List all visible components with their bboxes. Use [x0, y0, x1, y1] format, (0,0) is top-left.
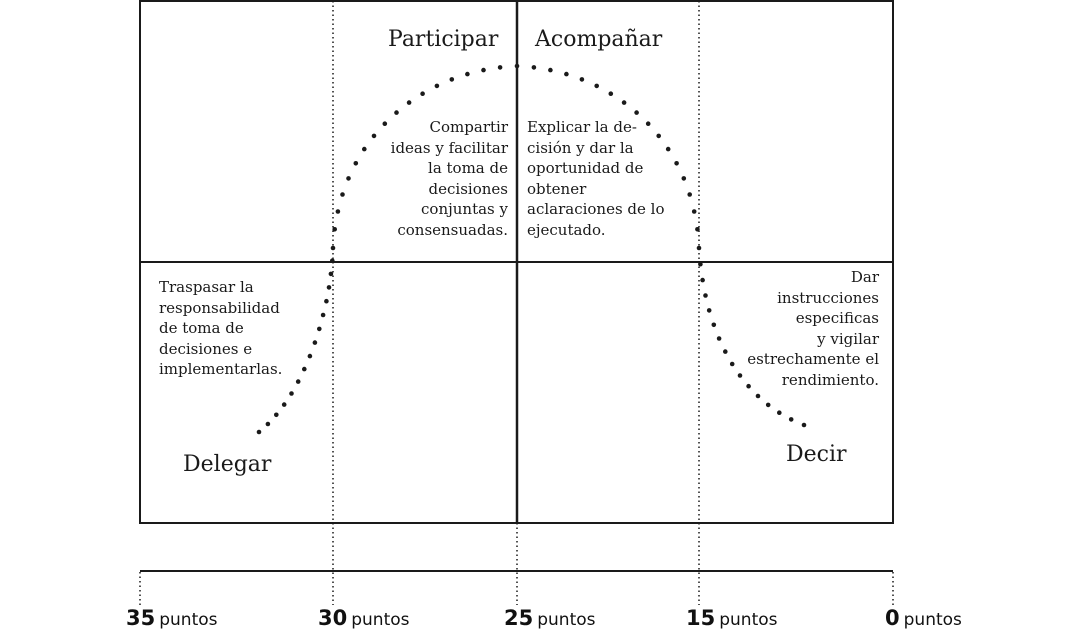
curve-dot: [608, 91, 614, 96]
curve-dot: [256, 429, 262, 435]
curve-dot: [335, 209, 341, 214]
curve-dot: [656, 133, 661, 139]
curve-dot: [295, 379, 301, 384]
curve-dot: [703, 293, 708, 298]
curve-dot: [382, 121, 388, 126]
curve-dot: [711, 322, 717, 328]
curve-dot: [330, 245, 336, 251]
curve-dot: [723, 349, 728, 354]
curve-dot: [406, 100, 412, 105]
curve-dot: [788, 417, 794, 422]
tick-label-35: 35 puntos: [126, 606, 218, 630]
participar-description: Compartir ideas y facilitar la toma de d…: [390, 118, 508, 239]
curve-dot: [621, 100, 627, 105]
curve-dot: [481, 67, 486, 73]
curve-dot: [353, 161, 359, 166]
curve-dot: [695, 227, 700, 232]
curve-dot: [634, 110, 639, 115]
curve-dot: [317, 326, 322, 332]
curve-dot: [332, 227, 338, 232]
curve-dot: [687, 192, 692, 197]
curve-dot: [755, 393, 761, 399]
participar-title: Participar: [388, 27, 499, 52]
curve-dot: [579, 77, 585, 82]
curve-dot: [777, 410, 782, 416]
curve-dot: [696, 245, 702, 251]
tick-value: 0: [885, 606, 900, 630]
curve-dot: [320, 312, 326, 318]
acompanar-title: Acompañar: [535, 27, 663, 52]
curve-dot: [698, 261, 703, 267]
curve-dot: [328, 271, 334, 277]
curve-dot: [302, 366, 307, 372]
tick-unit: puntos: [351, 610, 410, 630]
curve-dot: [564, 71, 569, 77]
tick-label-15: 15 puntos: [686, 606, 778, 630]
curve-dot: [324, 298, 329, 304]
curve-dot: [465, 71, 470, 77]
tick-unit: puntos: [537, 610, 596, 630]
curve-dot: [371, 133, 377, 139]
curve-dot: [691, 209, 697, 214]
tick-unit: puntos: [159, 610, 218, 630]
curve-dot: [706, 308, 712, 313]
curve-dot: [497, 65, 503, 70]
curve-dot: [746, 383, 751, 389]
tick-value: 35: [126, 606, 156, 630]
curve-dot: [307, 353, 313, 359]
curve-dot: [514, 63, 520, 69]
delegar-title: Delegar: [183, 452, 272, 477]
tick-value: 25: [504, 606, 534, 630]
curve-dot: [274, 412, 279, 418]
curve-dot: [716, 336, 722, 341]
curve-dot: [665, 146, 671, 152]
curve-dot: [801, 422, 807, 428]
curve-dot: [394, 110, 399, 115]
curve-dot: [326, 285, 332, 290]
tick-value: 15: [686, 606, 716, 630]
curve-dot: [340, 192, 345, 197]
tick-value: 30: [318, 606, 348, 630]
decir-title: Decir: [786, 442, 847, 467]
curve-dot: [281, 402, 287, 407]
tick-unit: puntos: [719, 610, 778, 630]
tick-unit: puntos: [903, 610, 962, 630]
tick-label-30: 30 puntos: [318, 606, 410, 630]
leadership-curve: [256, 63, 807, 435]
curve-dot: [737, 373, 743, 378]
delegar-description: Traspasar la responsabilidad de toma de …: [159, 278, 283, 378]
curve-dot: [362, 146, 367, 152]
curve-dot: [681, 176, 687, 181]
curve-dot: [548, 67, 553, 73]
tick-label-0: 0 puntos: [885, 606, 962, 630]
curve-dot: [594, 83, 599, 89]
curve-dot: [289, 391, 294, 396]
curve-dot: [729, 361, 735, 367]
curve-dot: [312, 340, 318, 345]
curve-dot: [449, 77, 455, 82]
curve-dot: [531, 65, 537, 70]
curve-dot: [765, 402, 771, 408]
curve-dot: [420, 91, 425, 96]
curve-dot: [265, 421, 271, 427]
curve-dot: [434, 83, 440, 89]
tick-label-25: 25 puntos: [504, 606, 596, 630]
curve-dot: [330, 258, 335, 264]
curve-dot: [700, 277, 705, 283]
curve-dot: [346, 176, 351, 181]
curve-dot: [645, 121, 651, 126]
curve-dot: [674, 161, 679, 166]
acompanar-description: Explicar la de- cisión y dar la oportuni…: [527, 118, 665, 239]
decir-description: Dar instrucciones especificas y vigilar …: [747, 268, 879, 389]
